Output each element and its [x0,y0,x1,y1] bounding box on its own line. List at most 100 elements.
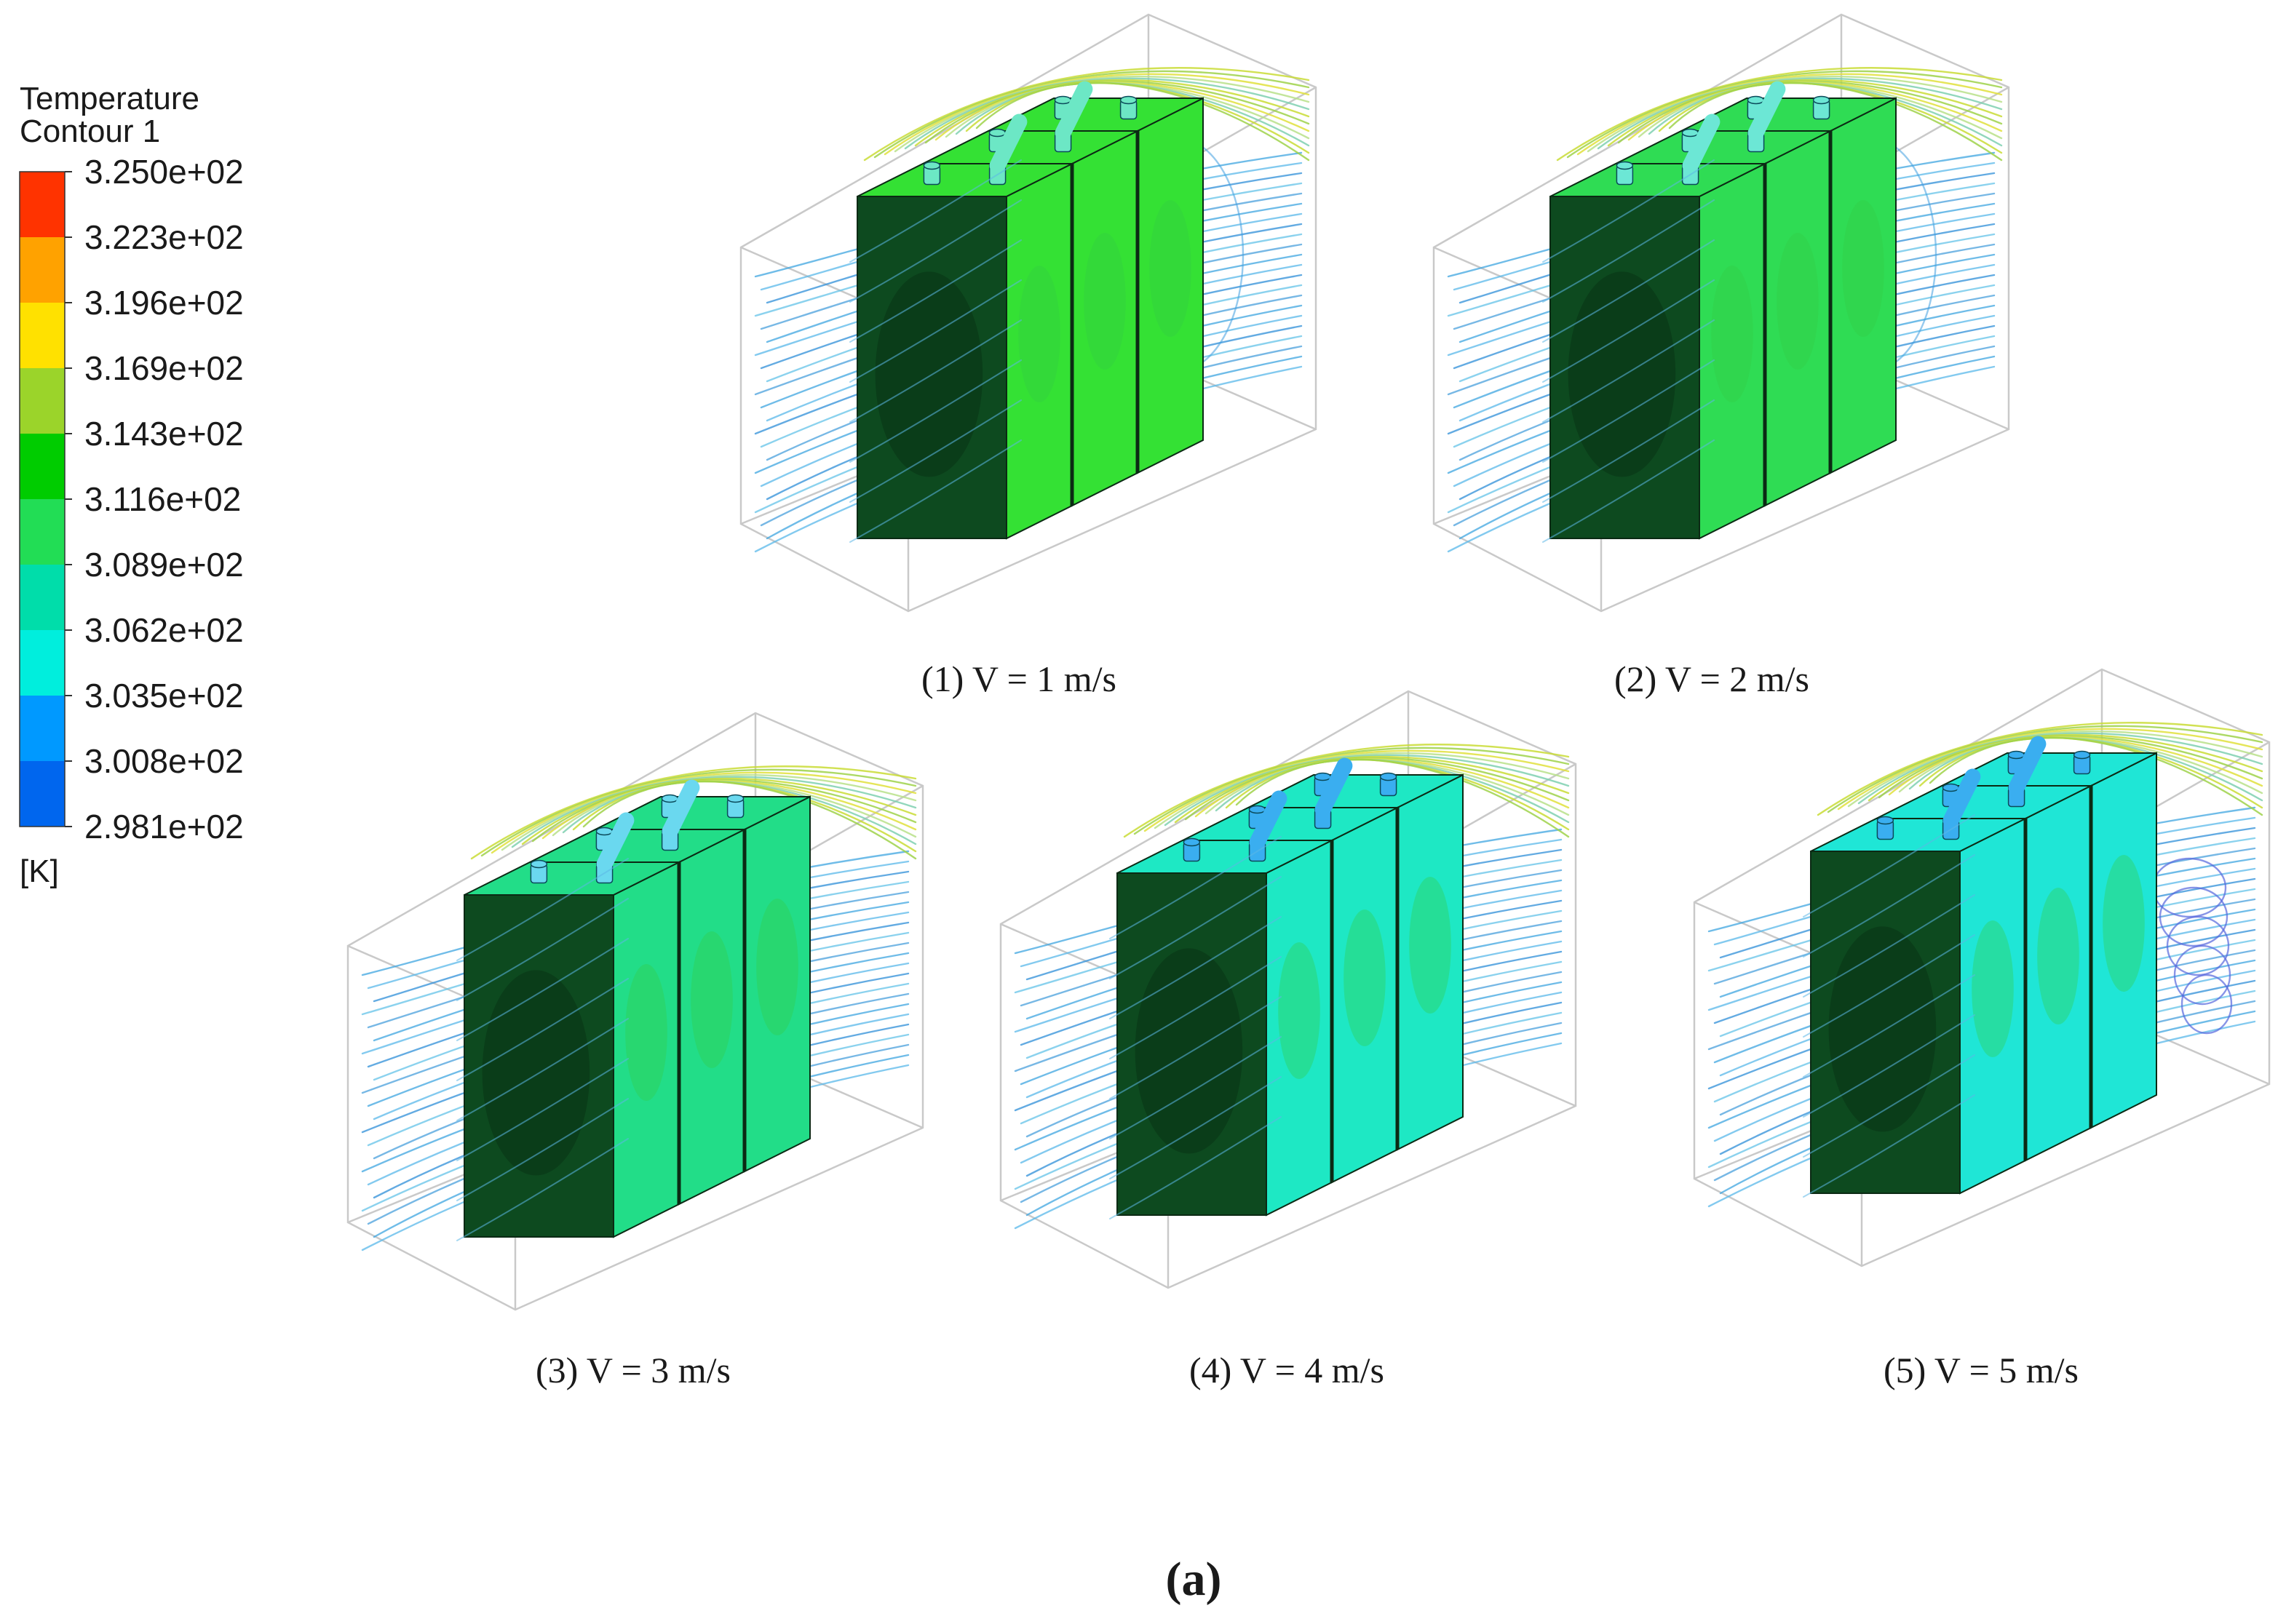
streamline-warm [1837,728,2263,811]
streamline [849,199,1022,303]
terminal-cap [726,794,745,803]
streamline [1109,916,1282,1019]
streamline [849,239,1022,343]
streamline [1109,1116,1282,1219]
streamline [1542,199,1715,303]
streamline [1803,814,1975,918]
streamline [849,279,1022,383]
busbar [2008,736,2047,796]
panel-label: (2) V = 2 m/s [1614,658,1809,699]
panel-label: (4) V = 4 m/s [1189,1350,1384,1390]
streamline-warm [1164,754,1570,827]
battery-module [1549,97,1897,540]
terminal-cap [1248,805,1266,814]
streamline-warm [1235,758,1570,838]
front-streamlines [456,858,629,1241]
hot-spot [691,931,733,1068]
streamline [1542,399,1715,503]
legend-color-bar [19,171,72,827]
hot-spot [1711,266,1753,402]
panel-1: (1) V = 1 m/s [739,13,1317,699]
front-core [1135,948,1243,1154]
terminal-cap [1183,837,1201,847]
streamline-warm [501,773,917,851]
battery-module [1116,773,1464,1217]
simulation-panels: (1) V = 1 m/s (2) V = 2 m/s (3) V = 3 m/s (… [346,13,2271,1390]
legend-swatch [20,696,65,762]
terminal-cap [923,161,941,170]
streamline [1542,239,1715,343]
streamline [1542,279,1715,383]
streamline [1803,1094,1975,1198]
streamline-warm [1123,744,1570,838]
hot-spot [1842,200,1884,337]
streamline [1109,876,1282,979]
streamline-warm [1587,75,2003,153]
streamline-warm [470,765,917,860]
streamline [456,1138,629,1241]
streamline-warm [480,768,917,857]
recirculation-loop [2173,944,2231,1006]
battery-module [464,795,811,1238]
terminal-cap [1054,95,1072,105]
busbar [1055,81,1093,141]
hot-spot [1409,877,1451,1014]
legend-level-label: 3.062e+02 [84,611,244,649]
panel-3: (3) V = 3 m/s [346,712,924,1390]
legend-level-label: 3.223e+02 [84,218,244,256]
streamline [1109,1036,1282,1139]
hot-spot [1084,233,1126,370]
busbar [1314,757,1353,818]
streamline [1803,974,1975,1078]
terminal-cap [988,128,1007,138]
legend-swatch [20,565,65,631]
legend-title-line1: Temperature [20,81,199,116]
busbar [1249,790,1287,851]
legend-tick-labels: 3.250e+023.223e+023.196e+023.169e+023.14… [84,153,244,845]
hot-spot [1972,920,2014,1057]
streamline [456,938,629,1041]
legend-unit: [K] [20,853,59,889]
streamline-warm [1556,67,2003,162]
legend-level-label: 3.116e+02 [84,480,241,518]
terminal-cap [1119,95,1138,105]
streamline-warm [884,73,1310,156]
hot-spot [1344,909,1386,1046]
legend-swatch [20,499,65,565]
streamline-warm [975,81,1310,162]
streamline-warm [1154,752,1570,829]
hot-spot [1018,266,1060,402]
legend-swatch [20,434,65,500]
legend-swatch [20,368,65,434]
streamline-warm [1668,81,2003,162]
legend-swatch [20,172,65,238]
hot-spot [2103,855,2145,992]
hot-spot [625,964,667,1101]
streamline-warm [873,70,1310,159]
streamline [456,1058,629,1161]
streamline-warm [894,75,1310,153]
terminal-cap [1812,95,1830,105]
terminal-cap [1876,816,1894,825]
streamline [1109,1076,1282,1179]
streamline-warm [1566,70,2003,159]
streamline [456,858,629,961]
front-core [875,271,983,477]
streamline-warm [1817,722,2263,816]
streamline-warm [491,771,917,854]
busbar [596,812,635,872]
terminal-cap [661,794,679,803]
hot-spot [756,899,798,1035]
hot-spot [1149,200,1191,337]
terminal-cap [1747,95,1765,105]
recirculation-loop [2166,915,2230,976]
streamline [1542,319,1715,423]
legend-level-label: 3.143e+02 [84,415,244,453]
legend-level-label: 3.035e+02 [84,677,244,715]
streamline-warm [511,776,917,848]
recirculation-loop [2180,974,2233,1035]
legend-swatch [20,303,65,369]
legend-level-label: 3.169e+02 [84,349,244,387]
legend-level-label: 2.981e+02 [84,808,244,845]
